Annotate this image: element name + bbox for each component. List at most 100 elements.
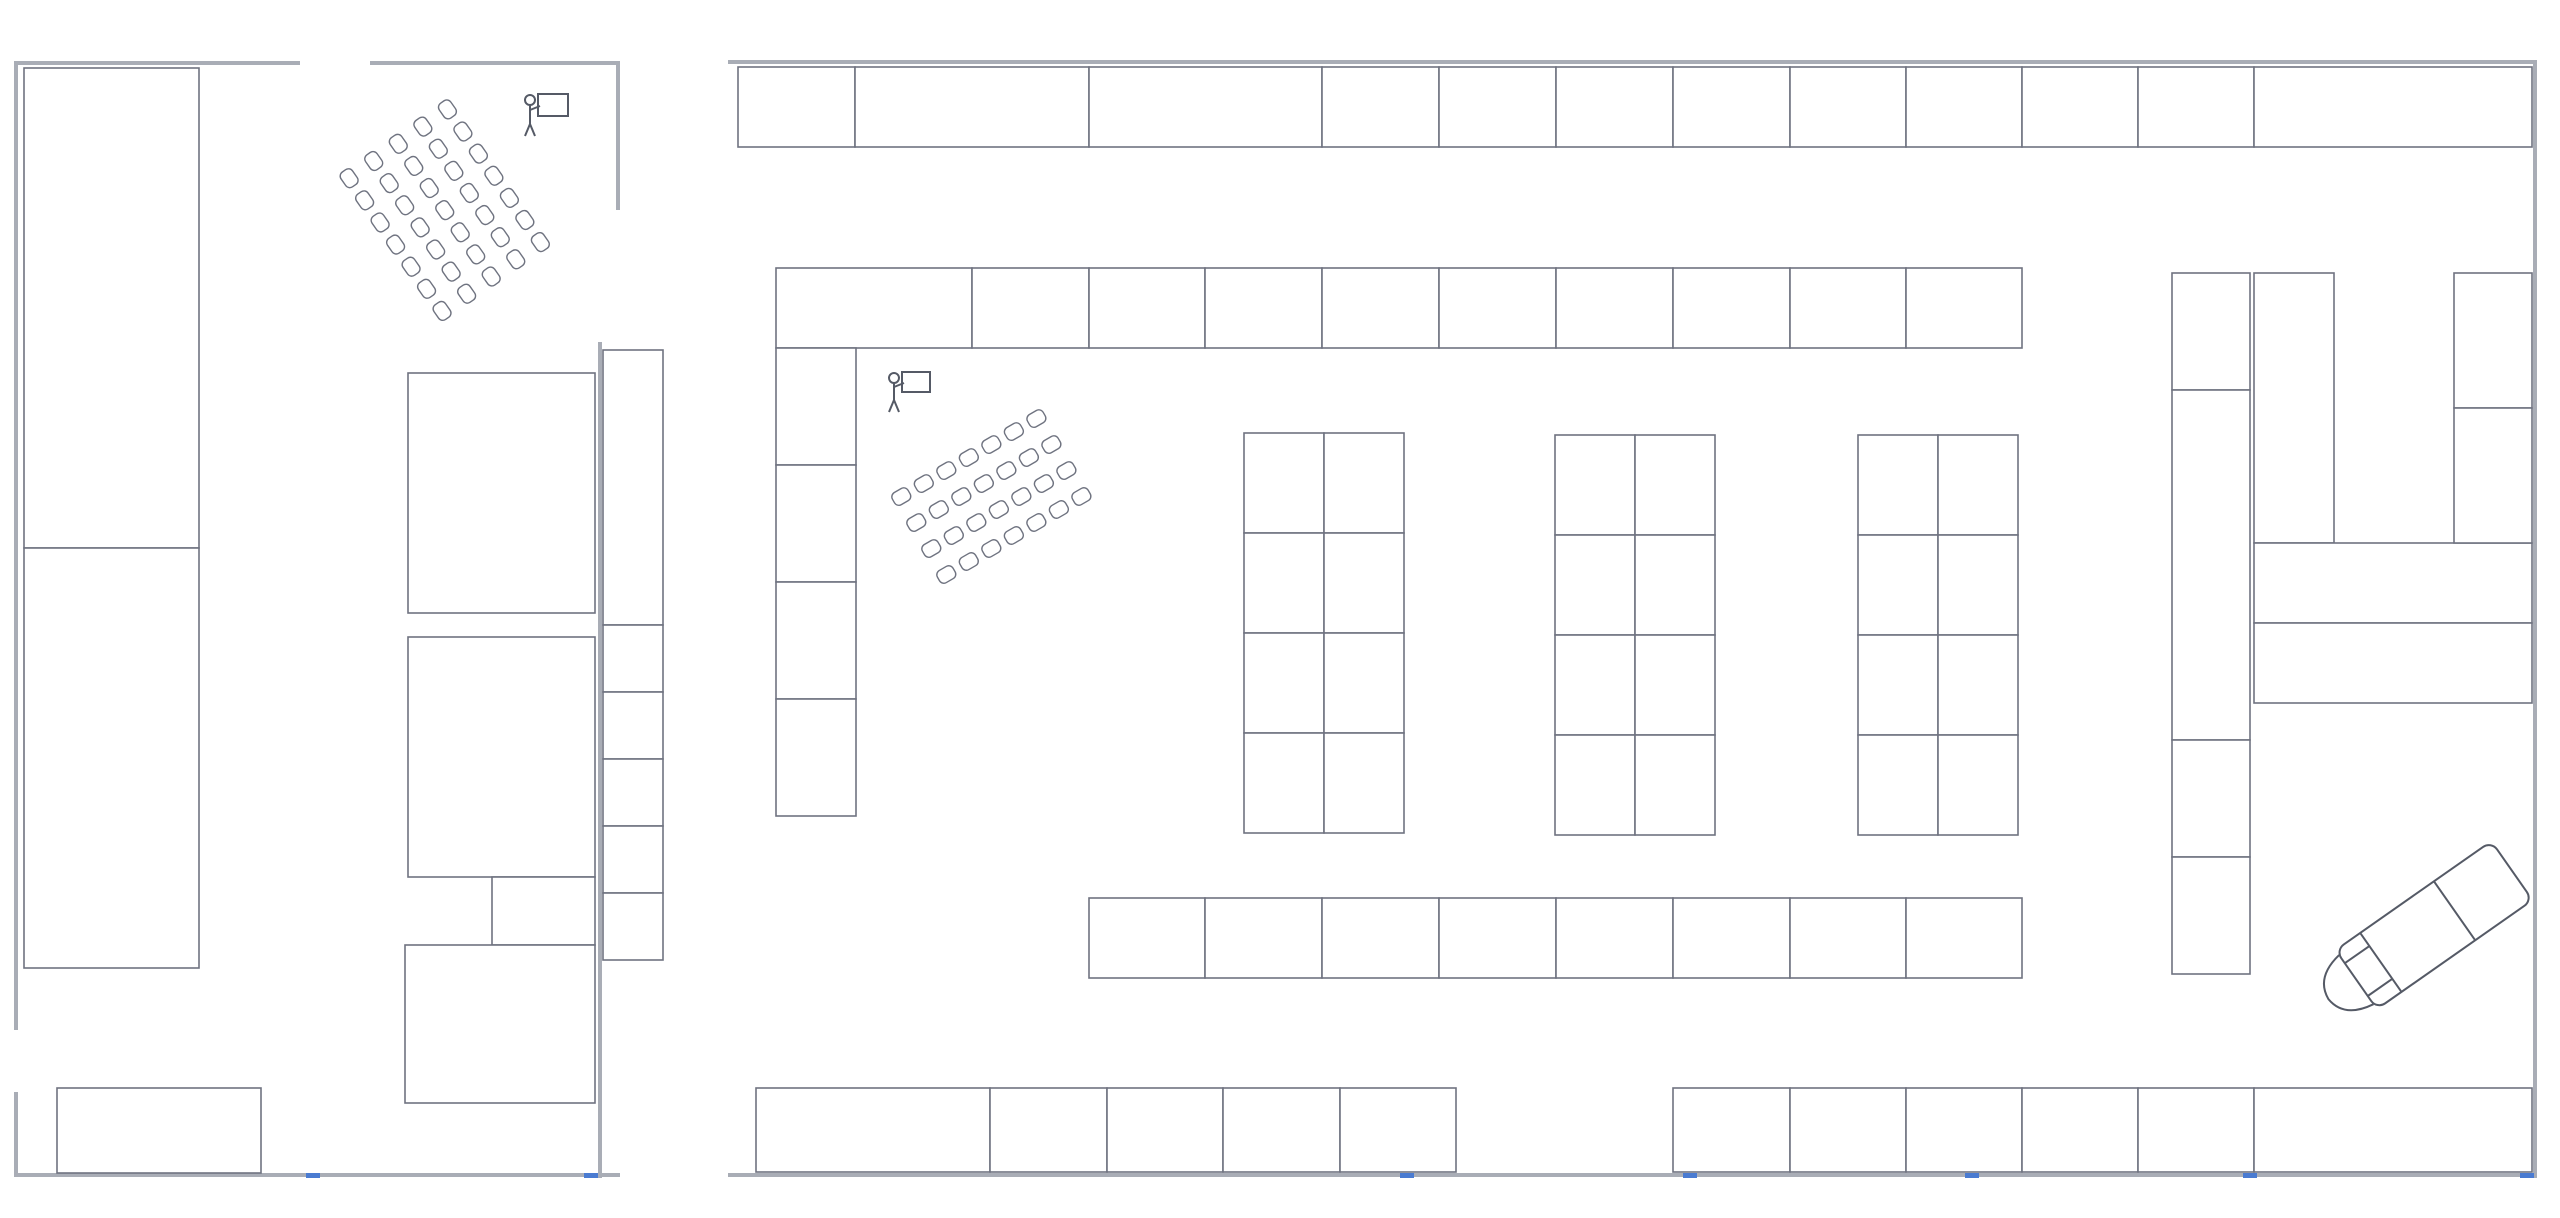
booth-right-tall[interactable] xyxy=(2253,272,2335,544)
booth-top-1[interactable] xyxy=(737,66,856,148)
booth-col-left-2[interactable] xyxy=(775,464,857,583)
booth-top-12[interactable] xyxy=(2253,66,2533,148)
booth-right-wide-1[interactable] xyxy=(2253,542,2533,624)
booth-top-5[interactable] xyxy=(1438,66,1557,148)
booth-bottom-right-4[interactable] xyxy=(2021,1087,2139,1173)
booth-top-8[interactable] xyxy=(1789,66,1907,148)
booth-upper-1[interactable] xyxy=(775,267,973,349)
booth-island-2[interactable] xyxy=(1634,534,1716,636)
booth-col-right-1[interactable] xyxy=(2171,272,2251,391)
booth-col-left-4[interactable] xyxy=(775,698,857,817)
booth-left-column-5[interactable] xyxy=(602,825,664,894)
booth-island-2[interactable] xyxy=(1554,734,1636,836)
booth-bottom-right-5[interactable] xyxy=(2137,1087,2255,1173)
booth-lower-2[interactable] xyxy=(1204,897,1323,979)
booth-island-3[interactable] xyxy=(1937,634,2019,736)
booth-col-right-4[interactable] xyxy=(2171,856,2251,975)
booth-left-large-top[interactable] xyxy=(23,67,200,549)
booth-left-bottom[interactable] xyxy=(56,1087,262,1174)
booth-left-column-6[interactable] xyxy=(602,892,664,961)
booth-lower-4[interactable] xyxy=(1438,897,1557,979)
booth-island-3[interactable] xyxy=(1857,734,1939,836)
booth-island-3[interactable] xyxy=(1857,534,1939,636)
booth-left-column-2[interactable] xyxy=(602,624,664,693)
booth-bottom-right-1[interactable] xyxy=(1672,1087,1791,1173)
entrance-marker[interactable] xyxy=(1683,1173,1697,1178)
booth-top-6[interactable] xyxy=(1555,66,1674,148)
entrance-marker[interactable] xyxy=(1400,1173,1414,1178)
booth-right-wide-2[interactable] xyxy=(2253,622,2533,704)
booth-bottom-left-1[interactable] xyxy=(755,1087,991,1173)
booth-top-3[interactable] xyxy=(1088,66,1323,148)
booth-island-3[interactable] xyxy=(1857,634,1939,736)
booth-top-4[interactable] xyxy=(1321,66,1440,148)
booth-left-column-1[interactable] xyxy=(602,349,664,626)
booth-island-3[interactable] xyxy=(1937,534,2019,636)
booth-left-center-4[interactable] xyxy=(404,944,596,1104)
booth-col-right-2[interactable] xyxy=(2171,389,2251,741)
booth-bottom-left-4[interactable] xyxy=(1222,1087,1341,1173)
booth-island-1[interactable] xyxy=(1323,732,1405,834)
booth-upper-2[interactable] xyxy=(971,267,1090,349)
chair-icon xyxy=(459,182,479,204)
booth-lower-1[interactable] xyxy=(1088,897,1206,979)
booth-left-center-1[interactable] xyxy=(407,372,596,614)
entrance-marker[interactable] xyxy=(306,1173,320,1178)
booth-top-7[interactable] xyxy=(1672,66,1791,148)
booth-top-9[interactable] xyxy=(1905,66,2023,148)
booth-island-1[interactable] xyxy=(1323,532,1405,634)
booth-bottom-right-6[interactable] xyxy=(2253,1087,2533,1173)
booth-col-left-3[interactable] xyxy=(775,581,857,700)
booth-island-3[interactable] xyxy=(1937,434,2019,536)
booth-upper-8[interactable] xyxy=(1672,267,1791,349)
booth-lower-8[interactable] xyxy=(1905,897,2023,979)
booth-bottom-right-3[interactable] xyxy=(1905,1087,2023,1173)
booth-island-2[interactable] xyxy=(1554,534,1636,636)
booth-left-center-3[interactable] xyxy=(491,876,596,946)
booth-upper-7[interactable] xyxy=(1555,267,1674,349)
booth-island-1[interactable] xyxy=(1243,632,1325,734)
booth-island-1[interactable] xyxy=(1243,432,1325,534)
booth-island-2[interactable] xyxy=(1634,734,1716,836)
booth-island-1[interactable] xyxy=(1323,632,1405,734)
booth-left-center-2[interactable] xyxy=(407,636,596,878)
booth-top-10[interactable] xyxy=(2021,66,2139,148)
booth-island-3[interactable] xyxy=(1937,734,2019,836)
booth-bottom-left-3[interactable] xyxy=(1106,1087,1224,1173)
booth-island-2[interactable] xyxy=(1554,634,1636,736)
booth-right-corner-1[interactable] xyxy=(2453,272,2533,409)
entrance-marker[interactable] xyxy=(2243,1173,2257,1178)
entrance-marker[interactable] xyxy=(584,1173,598,1178)
booth-col-right-3[interactable] xyxy=(2171,739,2251,858)
booth-upper-9[interactable] xyxy=(1789,267,1907,349)
booth-upper-6[interactable] xyxy=(1438,267,1557,349)
booth-top-11[interactable] xyxy=(2137,66,2255,148)
booth-bottom-left-5[interactable] xyxy=(1339,1087,1457,1173)
entrance-marker[interactable] xyxy=(2520,1173,2534,1178)
booth-island-2[interactable] xyxy=(1634,634,1716,736)
wall-left-hall-top-b xyxy=(370,61,620,210)
booth-left-column-4[interactable] xyxy=(602,758,664,827)
booth-bottom-right-2[interactable] xyxy=(1789,1087,1907,1173)
booth-lower-3[interactable] xyxy=(1321,897,1440,979)
booth-island-2[interactable] xyxy=(1634,434,1716,536)
booth-bottom-left-2[interactable] xyxy=(989,1087,1108,1173)
booth-island-1[interactable] xyxy=(1323,432,1405,534)
booth-upper-4[interactable] xyxy=(1204,267,1323,349)
booth-top-2[interactable] xyxy=(854,66,1090,148)
booth-upper-10[interactable] xyxy=(1905,267,2023,349)
booth-upper-3[interactable] xyxy=(1088,267,1206,349)
booth-lower-7[interactable] xyxy=(1789,897,1907,979)
booth-island-1[interactable] xyxy=(1243,532,1325,634)
booth-left-column-3[interactable] xyxy=(602,691,664,760)
booth-left-large-bottom[interactable] xyxy=(23,547,200,969)
entrance-marker[interactable] xyxy=(1965,1173,1979,1178)
booth-lower-6[interactable] xyxy=(1672,897,1791,979)
booth-island-1[interactable] xyxy=(1243,732,1325,834)
booth-upper-5[interactable] xyxy=(1321,267,1440,349)
booth-island-3[interactable] xyxy=(1857,434,1939,536)
booth-col-left-1[interactable] xyxy=(775,347,857,466)
booth-lower-5[interactable] xyxy=(1555,897,1674,979)
booth-island-2[interactable] xyxy=(1554,434,1636,536)
booth-right-corner-2[interactable] xyxy=(2453,407,2533,544)
